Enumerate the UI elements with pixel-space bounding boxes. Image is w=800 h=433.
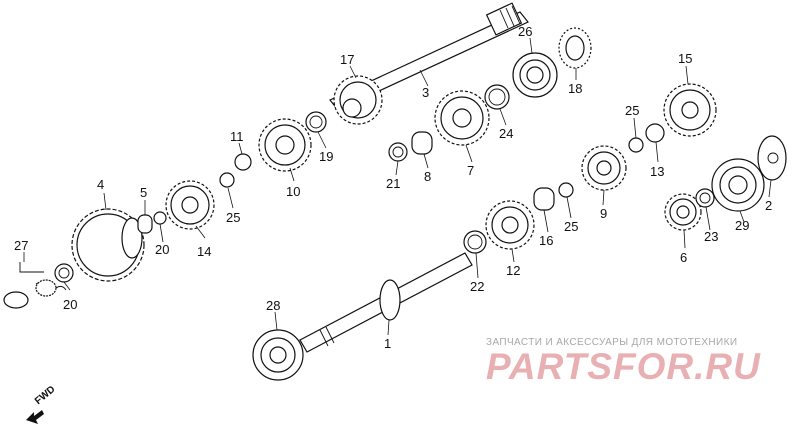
callout-15: 15 [678, 51, 693, 66]
leader-lines [23, 37, 772, 336]
callout-5: 5 [140, 185, 148, 200]
callout-9: 9 [600, 206, 608, 221]
callout-23: 23 [704, 229, 719, 244]
bearing-26 [512, 52, 558, 98]
seal-2 [757, 135, 787, 181]
washer-23 [695, 188, 715, 208]
callout-26: 26 [518, 24, 533, 39]
gear-6 [664, 193, 702, 231]
watermark-logo: PARTSFOR.RU [486, 346, 761, 387]
callout-28: 28 [266, 298, 281, 313]
washer-20b [54, 263, 74, 283]
watermark-subtitle: ЗАПЧАСТИ И АКСЕССУАРЫ ДЛЯ МОТОТЕХНИКИ [486, 337, 738, 348]
fwd-arrow-icon [26, 410, 44, 424]
callout-16: 16 [539, 233, 554, 248]
gear-9 [581, 145, 627, 191]
gear-14 [165, 180, 215, 230]
bushing-5 [137, 214, 153, 234]
gear-4 [71, 208, 145, 282]
callout-14: 14 [197, 244, 212, 259]
gear-10 [258, 118, 312, 172]
callout-10: 10 [286, 184, 301, 199]
washer-22 [463, 230, 487, 254]
callout-8: 8 [424, 169, 432, 184]
mainshaft [299, 252, 473, 353]
collar-13 [645, 123, 665, 143]
callout-20: 20 [63, 297, 78, 312]
callout-29: 29 [735, 218, 750, 233]
washer-24 [484, 84, 510, 110]
callout-17: 17 [340, 52, 355, 67]
gear-17 [333, 75, 383, 125]
callout-25: 25 [564, 219, 579, 234]
gear-15 [663, 83, 717, 137]
ring-25c [558, 182, 574, 198]
callout-20: 20 [155, 242, 170, 257]
bearing-29 [711, 158, 765, 212]
callout-27: 27 [14, 238, 29, 253]
callout-25: 25 [625, 103, 640, 118]
callout-1: 1 [384, 336, 392, 351]
callout-22: 22 [470, 279, 485, 294]
needle-bearing-18 [558, 27, 592, 69]
callout-13: 13 [650, 164, 665, 179]
callout-4: 4 [97, 177, 105, 192]
collar-11 [234, 153, 252, 171]
ring-25b [628, 137, 644, 153]
gear-12 [485, 200, 535, 250]
callout-24: 24 [499, 126, 514, 141]
bearing-28 [252, 329, 304, 381]
spring-27 [3, 262, 67, 309]
callout-18: 18 [568, 81, 583, 96]
countershaft [329, 2, 529, 111]
bushing-8 [411, 131, 433, 155]
washer-19 [305, 111, 327, 133]
callout-3: 3 [422, 85, 430, 100]
washer-20a [153, 211, 167, 225]
callout-25: 25 [226, 210, 241, 225]
gear-7 [434, 90, 490, 146]
callout-7: 7 [467, 163, 475, 178]
callout-19: 19 [319, 149, 334, 164]
washer-21 [388, 142, 408, 162]
bushing-16 [533, 187, 555, 211]
callout-6: 6 [680, 250, 688, 265]
callout-11: 11 [230, 129, 244, 144]
callout-2: 2 [765, 198, 773, 213]
ring-25a [219, 172, 235, 188]
callout-21: 21 [386, 176, 401, 191]
callout-12: 12 [506, 263, 521, 278]
